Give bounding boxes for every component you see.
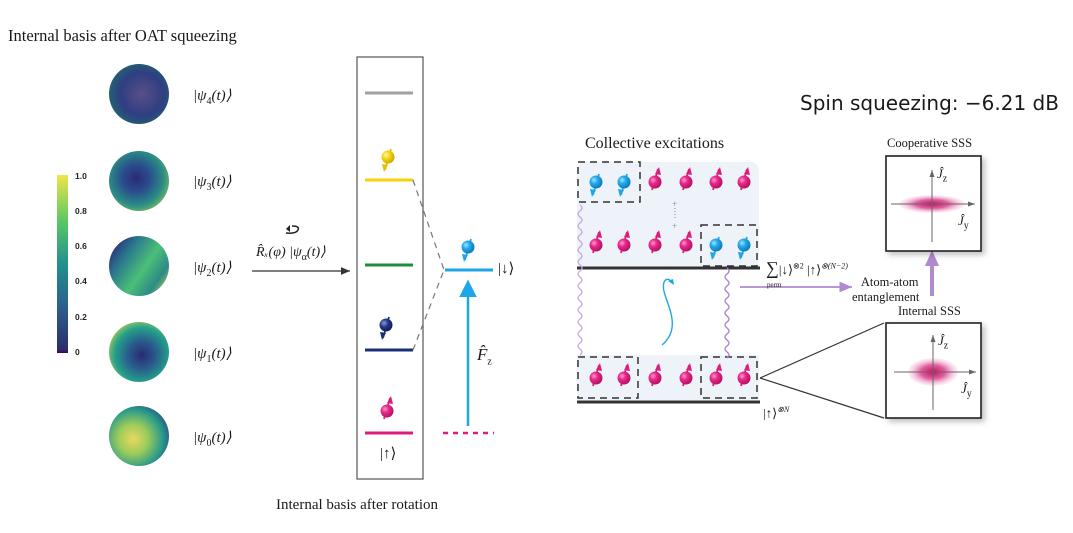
bloch-sphere-3 [109, 151, 169, 211]
spin-navy [379, 316, 393, 340]
spin-up-atom [589, 363, 603, 387]
svg-text:+: + [672, 221, 677, 231]
spin-up-atom [648, 167, 662, 191]
state-label-1: |ψ1(t)⟩ [193, 346, 232, 365]
spin-yellow [381, 148, 395, 172]
internal-sss-title: Internal SSS [898, 304, 961, 318]
colorbar-tick: 1.0 [75, 171, 87, 181]
internal-axis-z-label: Ĵz [938, 333, 949, 352]
colorbar-tick: 0 [75, 347, 80, 357]
spin-up-atom [737, 167, 751, 191]
state-label-0: |ψ0(t)⟩ [193, 430, 232, 449]
colorbar-tick: 0.8 [75, 206, 87, 216]
spin-up-atom [617, 230, 631, 254]
ground-state-label: |↑⟩⊗N [763, 405, 790, 421]
internal-sss-plot [885, 322, 982, 419]
collective-panel-bg [577, 162, 759, 268]
state-label-2: |ψ2(t)⟩ [193, 260, 232, 279]
sum-subscript: perm [767, 281, 782, 289]
rotated-basis-box [356, 56, 424, 480]
excitation-arrow [661, 278, 673, 346]
coop-axis-z-label: Ĵz [937, 166, 948, 185]
collective-excitations-title: Collective excitations [585, 135, 725, 152]
spin-squeezing-value: Spin squeezing: −6.21 dB [800, 91, 1059, 115]
cooperative-sss-title: Cooperative SSS [887, 136, 973, 150]
spin-down-atom [709, 236, 723, 260]
colorbar [57, 175, 68, 353]
spin-up-atom [709, 167, 723, 191]
bloch-sphere-0 [109, 406, 169, 466]
middle-panel-caption: Internal basis after rotation [276, 497, 439, 513]
spin-up-atom [709, 363, 723, 387]
spin-down-atom [589, 173, 603, 197]
spin-up-atom [648, 230, 662, 254]
spin-up-atom [589, 230, 603, 254]
fz-operator-label: F̂z [477, 345, 492, 368]
bloch-sphere-2 [109, 236, 169, 296]
wavy-line-right [724, 267, 730, 359]
internal-axis-y-label: Ĵy [961, 381, 972, 400]
sum-state-label: ∑|↓⟩⊗2 |↑⟩⊗(N−2) [766, 258, 848, 278]
svg-text:+: + [672, 199, 677, 209]
rotation-operator-label: R̂ₓ(φ) |ψα(t)⟩ [256, 245, 326, 263]
left-panel-title: Internal basis after OAT squeezing [8, 26, 237, 45]
spin-down-atom [617, 173, 631, 197]
bloch-sphere-1 [109, 322, 169, 382]
spin-magenta [380, 396, 394, 420]
ground-panel-bg [577, 355, 759, 400]
spin-up-atom [679, 363, 693, 387]
state-label-3: |ψ3(t)⟩ [193, 174, 232, 193]
cooperative-sss-plot [885, 155, 982, 252]
coop-axis-y-label: Ĵy [958, 213, 969, 232]
spin-up-atom [617, 363, 631, 387]
wavy-line-left [577, 204, 583, 356]
colorbar-tick: 0.2 [75, 312, 87, 322]
colorbar-tick: 0.6 [75, 241, 87, 251]
bloch-sphere-4 [109, 64, 169, 124]
state-label-4: |ψ4(t)⟩ [193, 88, 232, 107]
spin-up-atom [737, 363, 751, 387]
spin-up-atom [679, 230, 693, 254]
down-state-label: |↓⟩ [498, 261, 515, 277]
up-state-label: |↑⟩ [380, 446, 397, 462]
colorbar-tick: 0.4 [75, 276, 87, 286]
spin-up-atom [648, 363, 662, 387]
rotate-arrow-icon [285, 225, 300, 234]
spin-down-atom [737, 236, 751, 260]
spin-up-atom [679, 167, 693, 191]
spin-blue [461, 238, 475, 262]
